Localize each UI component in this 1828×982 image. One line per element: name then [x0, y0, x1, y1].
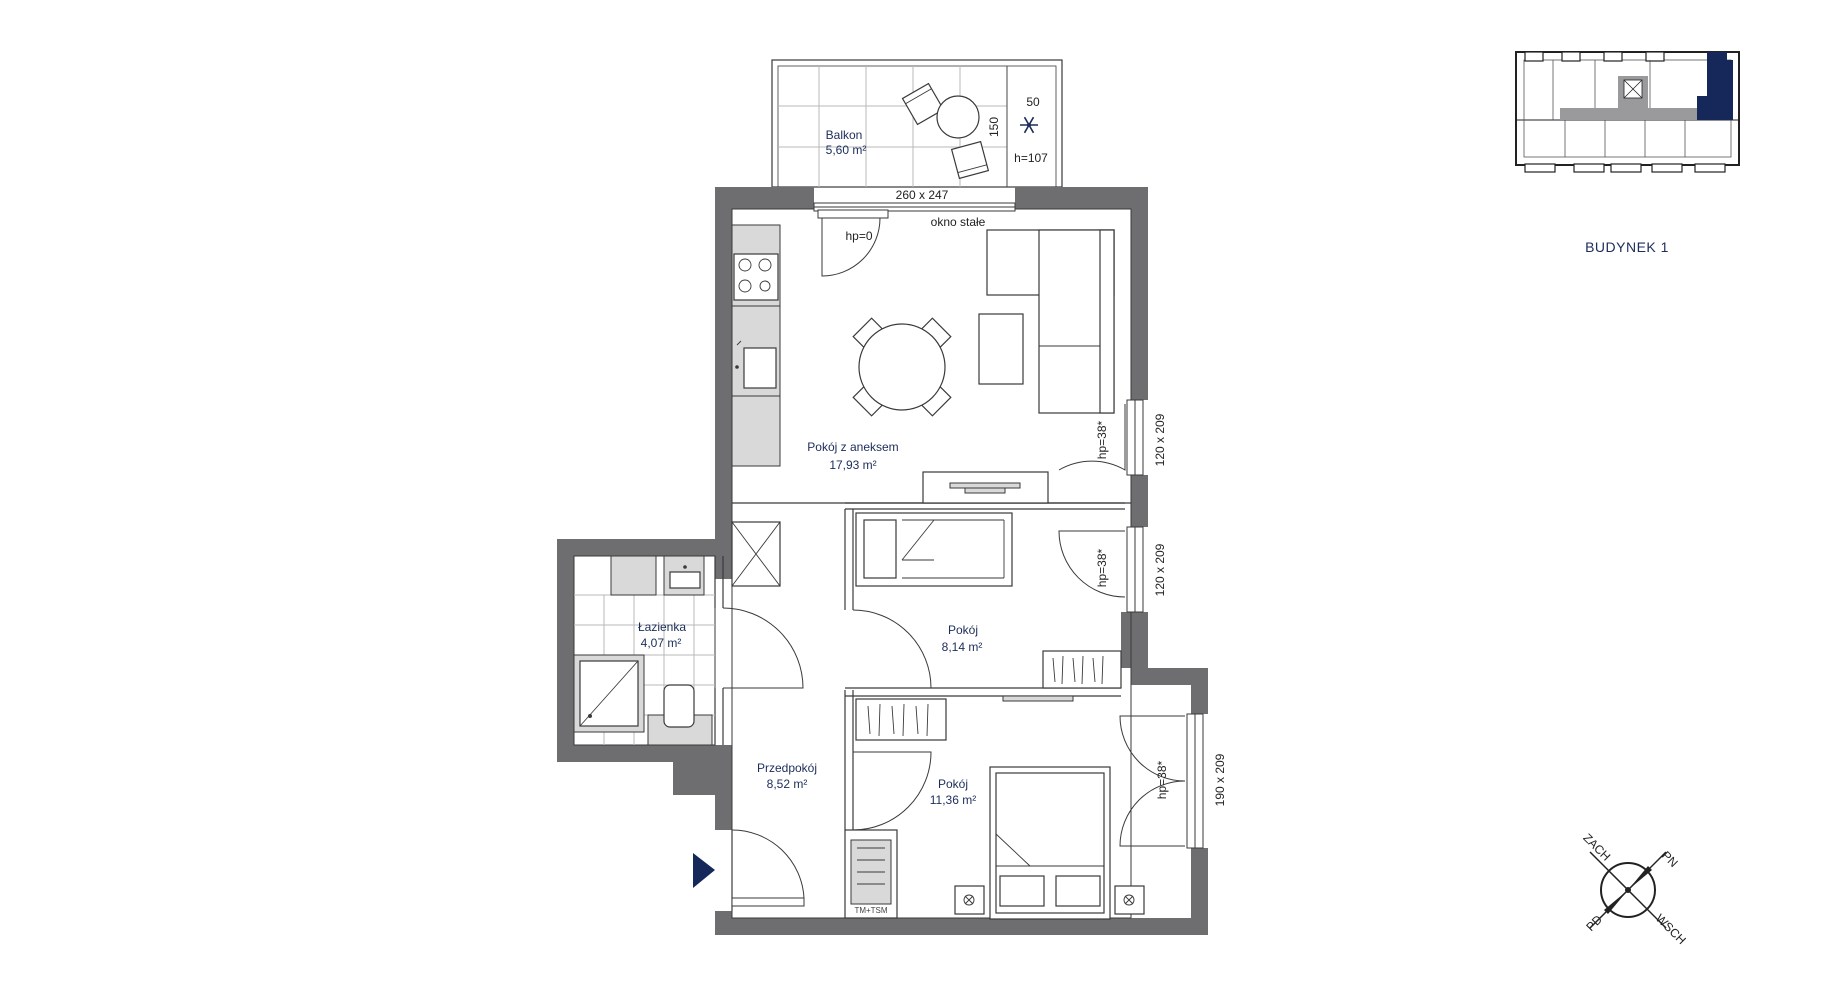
balcony-chair-1 [901, 82, 945, 126]
window-pokoj1 [1058, 526, 1144, 613]
balcony [771, 59, 1063, 188]
technical-cabinet [844, 829, 898, 919]
hp-salon-label: hp=38* [1095, 420, 1109, 459]
pokoj1-area: 8,14 m² [942, 640, 983, 654]
balkon-name: Balkon [826, 128, 863, 142]
pokoj2-name: Pokój [938, 777, 968, 791]
sofa [986, 229, 1115, 414]
pokoj2-area: 11,36 m² [930, 793, 976, 807]
bed-pokoj2 [989, 766, 1111, 920]
bed-pokoj1 [855, 512, 1013, 587]
shower-icon [573, 654, 645, 733]
hp-pokoj2-label: hp=38* [1155, 760, 1169, 799]
balcony-depth-dim: 150 [987, 117, 1001, 137]
door-lazienka [722, 607, 804, 689]
tv-unit [922, 471, 1049, 504]
wardrobe-hall [855, 698, 947, 741]
tm-label: TM+TSM [854, 906, 887, 915]
washing-machine [610, 555, 657, 596]
przedpokoj-name: Przedpokój [757, 761, 817, 775]
przedpokoj-area: 8,52 m² [767, 777, 808, 791]
hp-pokoj1-label: hp=38* [1095, 548, 1109, 587]
window-pokoj1-dim: 120 x 209 [1153, 543, 1167, 596]
keyplan-highlight [1697, 52, 1733, 120]
balcony-table [936, 95, 980, 139]
cooktop-icon [733, 253, 779, 301]
building-label: BUDYNEK 1 [1585, 239, 1669, 255]
kitchen-counter [731, 224, 781, 467]
window-pokoj2-dim: 190 x 209 [1213, 753, 1227, 806]
balcony-chair-2 [950, 140, 990, 180]
wardrobe-pokoj1 [1042, 650, 1122, 689]
washbasin-icon [663, 555, 705, 596]
hp0-label: hp=0 [845, 229, 872, 243]
nightstand-left [954, 885, 985, 915]
pokoj1-name: Pokój [948, 623, 978, 637]
door-pokoj1 [852, 609, 932, 689]
lazienka-name: Łazienka [638, 620, 686, 634]
dining-table [858, 323, 946, 411]
kitchen-sink-icon [735, 340, 777, 389]
balcony-height-dim: h=107 [1014, 151, 1048, 165]
window-salon-dim: 120 x 209 [1153, 413, 1167, 466]
nightstand-right [1114, 885, 1145, 915]
salon-name: Pokój z aneksem [807, 440, 898, 454]
snowflake-icon [1020, 116, 1038, 134]
salon-area: 17,93 m² [829, 458, 876, 472]
compass-north: PN [1659, 848, 1681, 870]
balkon-area: 5,60 m² [826, 143, 867, 157]
building-keyplan [1515, 51, 1740, 173]
lazienka-area: 4,07 m² [641, 636, 682, 650]
window-pokoj2 [1119, 713, 1204, 849]
walls [557, 187, 1208, 935]
entrance-arrow-icon [693, 853, 715, 888]
entrance-door [715, 829, 805, 911]
window-salon [1058, 399, 1144, 476]
door-pokoj2 [852, 751, 932, 831]
balcony-door [813, 202, 1016, 277]
coffee-table [978, 313, 1024, 385]
dining-set [852, 317, 952, 417]
tv-pokoj2 [1002, 695, 1074, 702]
balcony-width-dim: 50 [1026, 95, 1040, 109]
fixed-window-label: okno stałe [931, 215, 986, 229]
compass-icon [1589, 851, 1667, 929]
balcony-door-dim: 260 x 247 [896, 188, 949, 202]
compass-east: WSCH [1653, 911, 1689, 947]
toilet-icon [647, 684, 713, 746]
